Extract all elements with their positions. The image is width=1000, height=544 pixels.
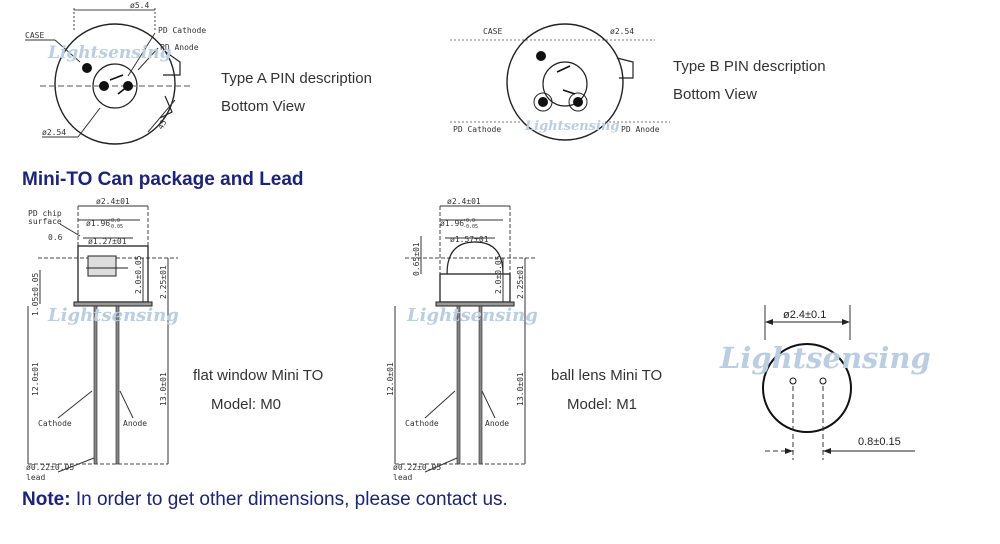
m0-caption: flat window Mini TO [193,367,324,384]
m1-anode-label: Anode [485,419,509,428]
m0-d-mid-label: ø1.96 [86,219,110,228]
type-a-pin-diagram: ø5.4 CASE PD Cathode PD Anode ø2.54 45° … [25,1,206,145]
m1-model: Model: M1 [567,396,638,413]
m0-d-outer-label: ø2.4±01 [96,197,130,206]
bottom-view-pitch-label: 0.8±0.15 [858,436,901,448]
m0-d-inner-label: ø1.27±01 [88,237,127,246]
m0-h-mid-label: 2.0±0.05 [134,255,143,294]
m1-caption: ball lens Mini TO [551,367,663,384]
type-b-title: Type B PIN description [673,58,826,75]
type-a-dia-label: ø5.4 [130,1,149,10]
m0-h-left-label: 1.05±0.05 [31,272,40,316]
m0-d-mid-tol-dn: -0.05 [108,224,123,230]
section-heading: Mini-TO Can package and Lead [22,169,304,190]
type-b-case-label: CASE [483,27,502,36]
m0-model: Model: M0 [211,396,282,413]
m1-len-right-label: 13.0±01 [516,372,525,406]
bottom-view-watermark: Lightsensing [719,341,931,375]
bottom-view-drawing: ø2.4±0.1 0.8±0.15 Lightsensing [719,305,931,460]
m0-lead-dia-label: ø0.22±0.05 [26,463,74,472]
m1-cathode-label: Cathode [405,419,439,428]
m0-anode-label: Anode [123,419,147,428]
type-a-case-label: CASE [25,31,44,40]
m1-d-mid-label: ø1.96 [440,219,464,228]
m0-lead-label: lead [26,473,45,482]
m1-lead-label: lead [393,473,412,482]
m1-d-mid-tol-dn: -0.05 [463,224,478,230]
type-b-pitch-label: ø2.54 [610,27,634,36]
m1-h-right-label: 2.25±01 [516,265,525,299]
note: Note: In order to get other dimensions, … [22,489,508,511]
type-a-cathode-label: PD Cathode [158,26,206,35]
m0-cathode-label: Cathode [38,419,72,428]
m1-d-mid-tol-up: +0.0 [463,218,475,224]
type-a-angle-label: 45° [156,114,171,131]
bottom-view-diameter-label: ø2.4±0.1 [783,309,826,321]
type-a-subtitle: Bottom View [221,98,305,115]
m1-h-left-label: 0.65±01 [412,242,421,276]
m1-d-outer-label: ø2.4±01 [447,197,481,206]
m0-watermark: Lightsensing [47,305,179,326]
note-label: Note: [22,489,71,510]
m1-package-drawing: ø2.4±01 ø1.96 +0.0 -0.05 ø1.57±01 0.65±0… [386,197,538,482]
type-a-title: Type A PIN description [221,70,372,87]
m1-len-left-label: 12.0±01 [386,362,395,396]
m0-d-mid-tol-up: +0.0 [108,218,120,224]
type-b-pin-diagram: CASE ø2.54 PD Cathode PD Anode Lightsens… [450,23,670,141]
m0-surface-label: surface [28,217,62,226]
m0-len-right-label: 13.0±01 [159,372,168,406]
type-b-subtitle: Bottom View [673,86,757,103]
m0-h-right-label: 2.25±01 [159,265,168,299]
m1-h-mid-label: 2.0±0.05 [494,255,503,294]
type-b-watermark: Lightsensing [524,119,619,134]
m1-lead-dia-label: ø0.22±0.05 [393,463,441,472]
type-b-anode-label: PD Anode [621,125,660,134]
type-a-anode-label: PD Anode [160,43,199,52]
m0-pd-chip-label: PD chip [28,209,62,218]
m1-d-inner-label: ø1.57±01 [450,235,489,244]
m1-watermark: Lightsensing [406,305,538,326]
type-a-pitch-label: ø2.54 [42,128,66,137]
note-text: In order to get other dimensions, please… [70,489,508,510]
m0-package-drawing: PD chip surface ø2.4±01 ø1.96 +0.0 -0.05… [26,197,179,482]
m0-len-left-label: 12.0±01 [31,362,40,396]
type-a-watermark: Lightsensing [47,43,172,63]
type-b-cathode-label: PD Cathode [453,125,501,134]
m0-offset-label: 0.6 [48,233,63,242]
